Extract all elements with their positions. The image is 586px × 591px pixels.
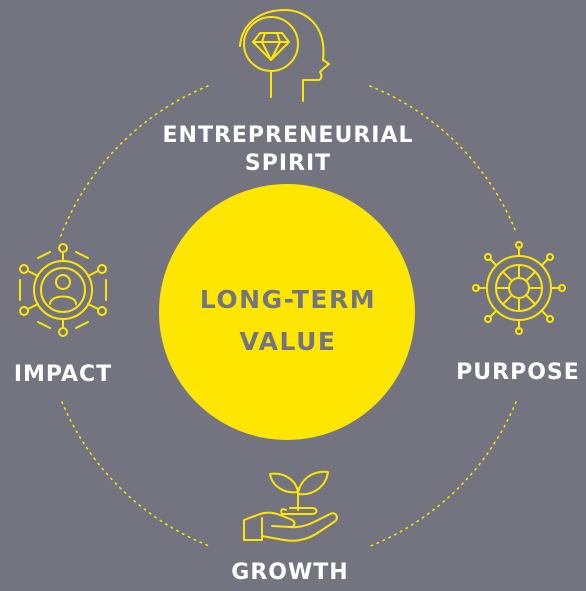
- ship-wheel-icon: [472, 241, 566, 335]
- ring-arc-top-left: [59, 85, 209, 239]
- node-label-purpose: PURPOSE: [456, 360, 580, 385]
- center-title-line-2: VALUE: [239, 327, 337, 356]
- ring-arc-top-right: [369, 85, 517, 233]
- node-label-spirit: SPIRIT: [244, 151, 332, 176]
- ring-arc-bottom-right: [367, 401, 517, 548]
- hand-seedling-icon: [243, 470, 338, 542]
- diamond-head-icon: [239, 9, 330, 102]
- ring-arc-bottom-left: [61, 401, 213, 548]
- person-network-icon: [19, 243, 107, 337]
- center-title-line-1: LONG-TERM: [199, 285, 377, 314]
- center-circle: [159, 184, 415, 440]
- node-label-impact: IMPACT: [13, 362, 113, 387]
- node-label-growth: GROWTH: [231, 560, 349, 585]
- node-label-entrepreneurial: ENTREPRENEURIAL: [162, 123, 414, 148]
